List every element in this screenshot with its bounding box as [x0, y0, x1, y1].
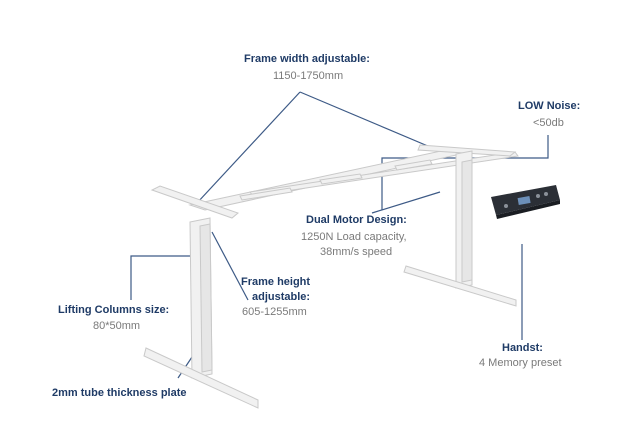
- leader-lifting-columns: [130, 255, 205, 283]
- dual-motor-value-line2: 38mm/s speed: [320, 246, 393, 258]
- handset-device: [491, 185, 560, 219]
- frame-height-value: 605-1255mm: [242, 306, 307, 318]
- dual-motor-title: Dual Motor Design:: [306, 214, 407, 226]
- right-foot: [403, 265, 517, 307]
- low-noise-value: <50db: [533, 117, 564, 129]
- leader-dual-motor: [371, 191, 441, 214]
- desk-frame: [143, 144, 519, 409]
- leader-frame-width: [196, 91, 301, 204]
- frame-width-value: 1150-1750mm: [273, 70, 344, 82]
- handset-title: Handst:: [502, 342, 543, 354]
- leader-frame-width-right: [299, 91, 443, 153]
- cross-member-left: [150, 185, 240, 219]
- dual-motor-value-line1: 1250N Load capacity,: [301, 231, 407, 243]
- handset-value: 4 Memory preset: [479, 357, 562, 369]
- tube-thickness-title: 2mm tube thickness plate: [52, 387, 187, 399]
- left-foot: [143, 347, 259, 409]
- low-noise-title: LOW Noise:: [518, 100, 581, 112]
- lifting-columns-value: 80*50mm: [93, 320, 141, 332]
- frame-height-title-line2: adjustable:: [252, 291, 311, 303]
- cross-member-right: [417, 144, 517, 157]
- frame-width-title: Frame width adjustable:: [244, 53, 370, 65]
- lifting-columns-title: Lifting Columns size:: [58, 304, 170, 316]
- leader-frame-height: [211, 231, 249, 301]
- frame-height-title-line1: Frame height: [241, 276, 311, 288]
